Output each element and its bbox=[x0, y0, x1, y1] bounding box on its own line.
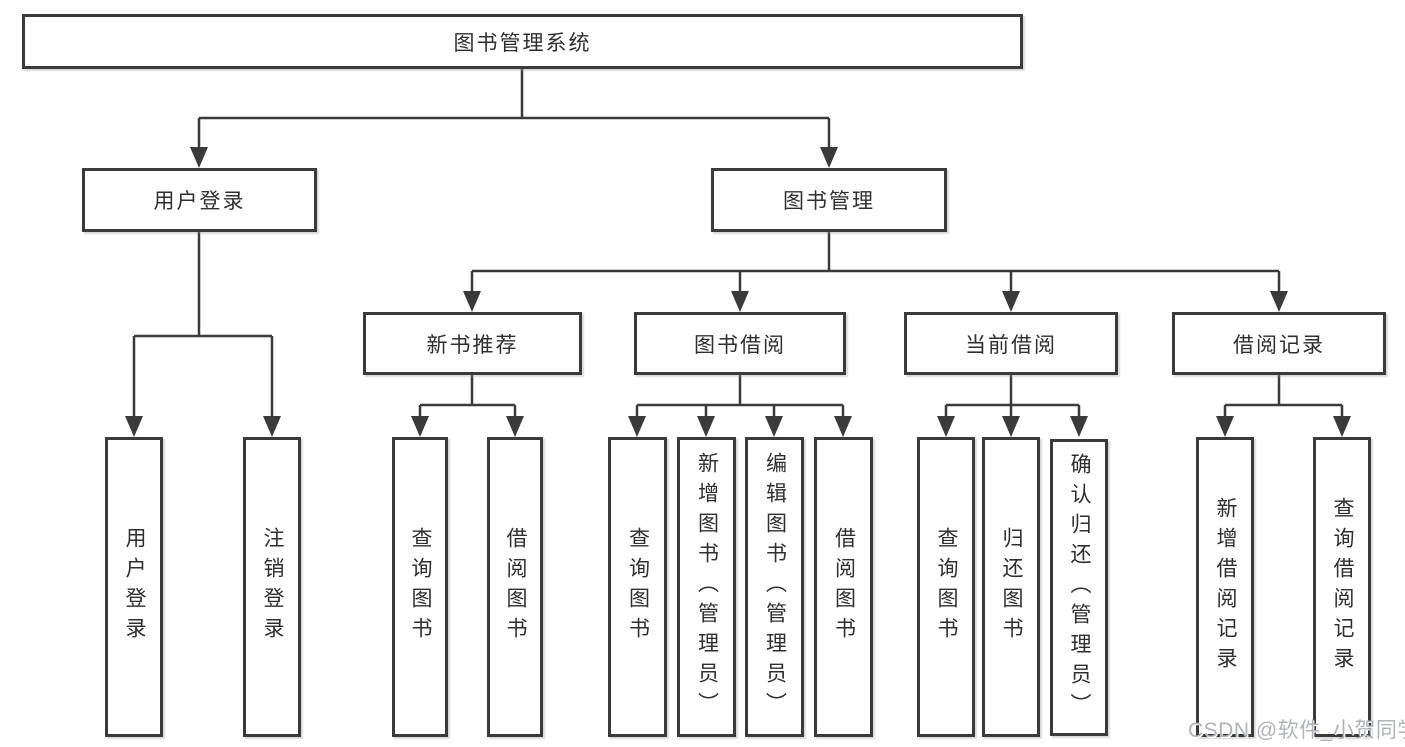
leaf-add-book-admin: 新增图书（管理员） bbox=[677, 437, 736, 737]
leaf-confirm-return-admin: 确认归还（管理员） bbox=[1050, 439, 1108, 736]
leaf-borrow-books-borrow: 借阅图书 bbox=[814, 437, 873, 737]
node-label: 用户登录 bbox=[153, 190, 246, 213]
node-label: 图书管理系统 bbox=[453, 31, 592, 55]
node-borrowing-records: 借阅记录 bbox=[1172, 312, 1386, 375]
node-label: 查询图书 bbox=[935, 527, 958, 647]
node-label: 借阅记录 bbox=[1233, 333, 1325, 357]
node-label: 查询图书 bbox=[626, 527, 650, 647]
node-label: 借阅图书 bbox=[504, 527, 527, 647]
node-label: 查询借阅记录 bbox=[1331, 497, 1354, 677]
node-label: 查询图书 bbox=[409, 527, 432, 647]
csdn-watermark: CSDN @软件_小贺同学 bbox=[1188, 719, 1405, 742]
node-label: 新增借阅记录 bbox=[1214, 497, 1237, 677]
node-label: 当前借阅 bbox=[965, 333, 1057, 357]
leaf-add-borrow-record: 新增借阅记录 bbox=[1196, 437, 1254, 737]
node-label: 归还图书 bbox=[1000, 527, 1023, 647]
leaf-logout: 注销登录 bbox=[243, 437, 301, 737]
node-label: 用户登录 bbox=[123, 527, 146, 647]
node-label: 借阅图书 bbox=[832, 527, 856, 647]
leaf-query-books-borrow: 查询图书 bbox=[608, 437, 667, 737]
node-user-login: 用户登录 bbox=[82, 168, 317, 232]
node-label: 图书管理 bbox=[783, 190, 875, 213]
leaf-query-books-newbook: 查询图书 bbox=[392, 437, 448, 737]
leaf-edit-book-admin: 编辑图书（管理员） bbox=[745, 437, 804, 737]
node-new-book-recommend: 新书推荐 bbox=[363, 312, 582, 375]
leaf-return-books: 归还图书 bbox=[982, 437, 1040, 737]
leaf-user-login: 用户登录 bbox=[105, 437, 163, 737]
leaf-borrow-books-newbook: 借阅图书 bbox=[487, 437, 543, 737]
node-book-borrowing: 图书借阅 bbox=[634, 312, 846, 375]
node-label: 注销登录 bbox=[261, 527, 284, 647]
node-book-management: 图书管理 bbox=[711, 168, 947, 232]
node-label: 确认归还（管理员） bbox=[1068, 452, 1091, 723]
node-library-system: 图书管理系统 bbox=[22, 14, 1023, 69]
node-label: 新增图书（管理员） bbox=[695, 452, 719, 722]
node-label: 图书借阅 bbox=[694, 333, 786, 357]
node-label: 新书推荐 bbox=[426, 333, 519, 357]
node-label: 编辑图书（管理员） bbox=[763, 452, 787, 722]
leaf-query-borrow-record: 查询借阅记录 bbox=[1313, 437, 1371, 737]
node-current-borrowing: 当前借阅 bbox=[904, 312, 1118, 375]
leaf-query-books-current: 查询图书 bbox=[917, 437, 975, 737]
